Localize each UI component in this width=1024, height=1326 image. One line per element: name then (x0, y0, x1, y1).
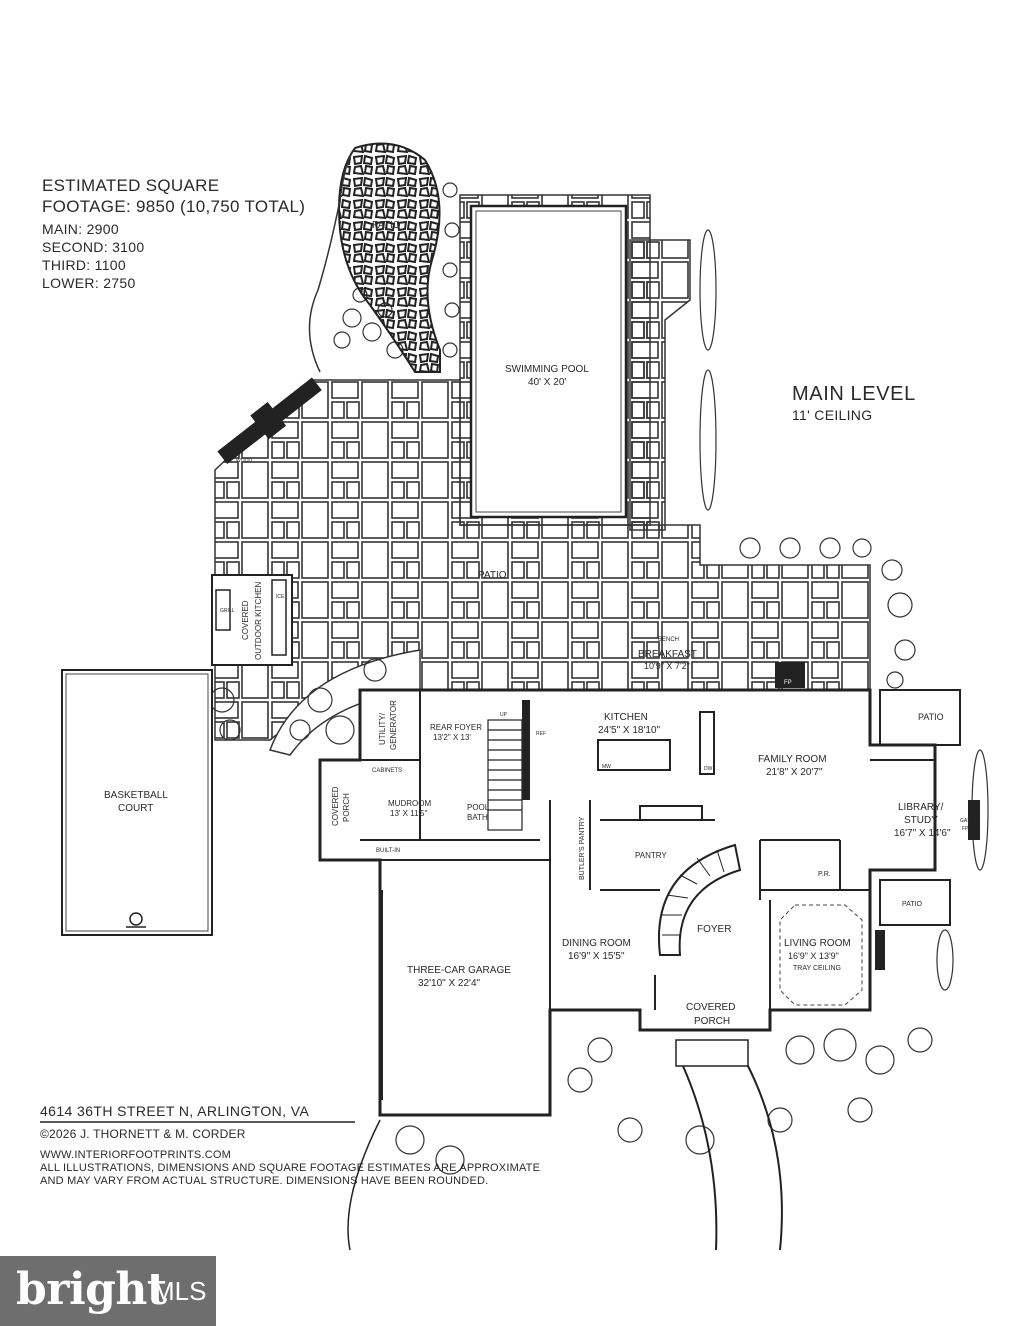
label-mudroom-dim: 13' X 11'5" (390, 809, 427, 818)
label-library-2: STUDY (904, 815, 938, 826)
sqft-third: THIRD: 1100 (42, 257, 126, 273)
label-breakfast-dim: 10'9" X 7'2" (644, 661, 690, 671)
label-pool-bath-1: POOL (467, 803, 490, 812)
label-garage: THREE-CAR GARAGE (407, 965, 511, 976)
label-pool: SWIMMING POOL (505, 364, 589, 375)
label-patio-small: PATIO (902, 901, 923, 908)
patio-lawn-edge (308, 147, 356, 373)
website: WWW.INTERIORFOOTPRINTS.COM (40, 1149, 231, 1161)
label-rear-foyer-dim: 13'2" X 13' (433, 733, 471, 742)
label-grill: GRILL (220, 608, 235, 614)
label-gas-fp-2: FP (962, 826, 969, 832)
outdoor-fireplace (217, 377, 322, 465)
label-builtin: BUILT-IN (376, 848, 400, 854)
flagstone-patio (338, 142, 441, 373)
mls-wordmark: MLS (153, 1276, 207, 1306)
label-mudroom: MUDROOM (388, 799, 431, 808)
label-patio-right: PATIO (918, 712, 944, 722)
kitchen-island (597, 739, 671, 771)
east-paver-strip (629, 239, 691, 531)
covered-outdoor-kitchen (211, 574, 293, 666)
lawn-curve (269, 649, 421, 756)
label-mw: MW (602, 764, 611, 770)
sqft-main: MAIN: 2900 (42, 221, 119, 237)
front-walk (347, 1119, 381, 1251)
house-outline (318, 688, 937, 1117)
label-utility-2: GENERATOR (389, 700, 398, 750)
label-covered-kitchen-2: OUTDOOR KITCHEN (254, 582, 263, 660)
main-stair (658, 843, 742, 956)
copyright: ©2026 J. THORNETT & M. CORDER (40, 1127, 246, 1141)
rear-stair (440, 719, 523, 841)
label-family: FAMILY ROOM (758, 754, 827, 765)
label-pantry: PANTRY (635, 851, 667, 860)
label-ref: REF (536, 731, 546, 737)
label-cabinets: CABINETS (372, 768, 402, 774)
label-breakfast: BREAKFAST (638, 649, 697, 660)
room-labels: PATIO SWIMMING POOL 40' X 20' PATIO BASK… (104, 220, 971, 1027)
kitchen-counter (699, 711, 715, 775)
front-steps (675, 1039, 749, 1067)
label-butlers: BUTLER'S PANTRY (579, 816, 586, 880)
bright-wordmark: bright (16, 1264, 167, 1315)
patio-small (879, 879, 951, 926)
label-dining: DINING ROOM (562, 938, 631, 949)
label-covered-porch-side-1: COVERED (331, 786, 340, 826)
label-family-dim: 21'8" X 20'7" (766, 767, 823, 778)
sqft-second: SECOND: 3100 (42, 239, 145, 255)
label-library-1: LIBRARY/ (898, 802, 944, 813)
label-ice: ICE (276, 594, 285, 600)
label-dw: DW (704, 766, 713, 772)
label-library-dim: 16'7" X 14'6" (894, 828, 951, 839)
sqft-lower: LOWER: 2750 (42, 275, 136, 291)
label-tray: TRAY CEILING (793, 965, 841, 972)
living-fireplace (875, 930, 885, 970)
level-title: MAIN LEVEL (792, 383, 916, 405)
family-fireplace (775, 662, 805, 688)
library-fireplace (968, 800, 980, 840)
label-up: UP (500, 712, 508, 718)
label-kitchen: KITCHEN (604, 712, 648, 723)
range (639, 805, 703, 821)
label-covered-porch-1: COVERED (686, 1002, 735, 1013)
level-ceiling: 11' CEILING (792, 407, 873, 423)
label-utility-1: UTILITY/ (378, 712, 387, 745)
sqft-title-1: ESTIMATED SQUARE (42, 176, 220, 195)
basketball-court (61, 669, 213, 936)
label-basketball-1: BASKETBALL (104, 790, 168, 801)
label-kitchen-dim: 24'5" X 18'10" (598, 725, 661, 736)
label-living-dim: 16'9" X 13'9" (788, 951, 839, 961)
patio-right (879, 689, 961, 746)
label-covered-porch-side-2: PORCH (342, 793, 351, 822)
swimming-pool (469, 204, 628, 519)
label-covered-kitchen-1: COVERED (241, 600, 250, 640)
tray-ceiling (779, 904, 863, 1006)
label-patio-main: PATIO (478, 570, 507, 581)
label-bench: BENCH (658, 637, 679, 643)
driveway (682, 1065, 783, 1251)
label-gas-fp-1: GAS (960, 818, 971, 824)
label-pr: P.R. (818, 871, 831, 878)
label-patio-top: PATIO (372, 220, 401, 231)
label-garage-dim: 32'10" X 22'4" (418, 978, 481, 989)
shrubs-lawn (209, 658, 387, 745)
disclaimer-line-2: AND MAY VARY FROM ACTUAL STRUCTURE. DIME… (40, 1175, 489, 1187)
label-fp: FP (784, 680, 792, 686)
label-dining-dim: 16'9" X 15'5" (568, 951, 625, 962)
label-covered-porch-2: PORCH (694, 1016, 730, 1027)
disclaimer-line-1: ALL ILLUSTRATIONS, DIMENSIONS AND SQUARE… (40, 1162, 541, 1174)
label-pool-bath-2: BATH (467, 813, 488, 822)
sqft-title-2: FOOTAGE: 9850 (10,750 TOTAL) (42, 197, 306, 216)
bright-mls-logo: bright MLS (0, 1256, 216, 1326)
label-living: LIVING ROOM (784, 938, 851, 949)
label-pool-dim: 40' X 20' (528, 377, 566, 388)
label-basketball-2: COURT (118, 803, 153, 814)
label-wood: WOOD (236, 458, 252, 464)
label-rear-foyer: REAR FOYER (430, 723, 482, 732)
label-foyer: FOYER (697, 924, 731, 935)
address: 4614 36TH STREET N, ARLINGTON, VA (40, 1103, 310, 1119)
shrubs-right (395, 229, 989, 1175)
